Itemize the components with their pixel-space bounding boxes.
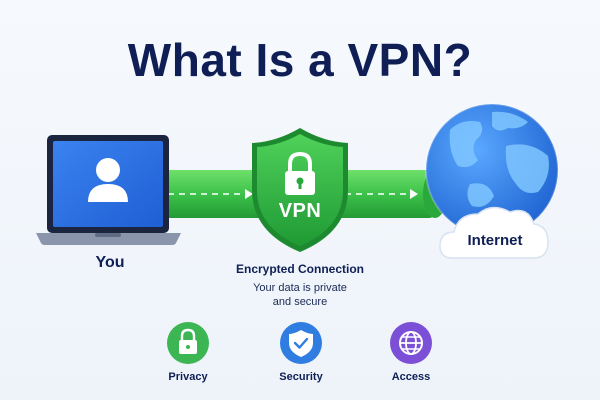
padlock-icon [285,151,315,195]
feature-access-icon [390,322,432,364]
feature-privacy-icon [167,322,209,364]
encrypted-connection-caption: Encrypted Connection [235,262,364,276]
description-line: and secure [272,296,328,308]
you-label: You [95,254,125,271]
feature-security-label: Security [279,371,323,383]
vpn-shield-icon [252,128,348,252]
description-line: Your data is private [253,282,347,294]
feature-security-icon [280,322,322,364]
internet-label: Internet [467,232,523,249]
encrypted-connection-description: Your data is private and secure [220,281,380,309]
feature-privacy-label: Privacy [168,371,208,383]
page-title: What Is a VPN? [127,34,473,86]
feature-access-label: Access [391,371,431,383]
globe-icon [425,103,559,237]
laptop-icon [36,135,181,245]
cloud-icon [439,206,549,259]
user-icon [88,158,128,202]
vpn-badge-label: VPN [278,200,322,222]
